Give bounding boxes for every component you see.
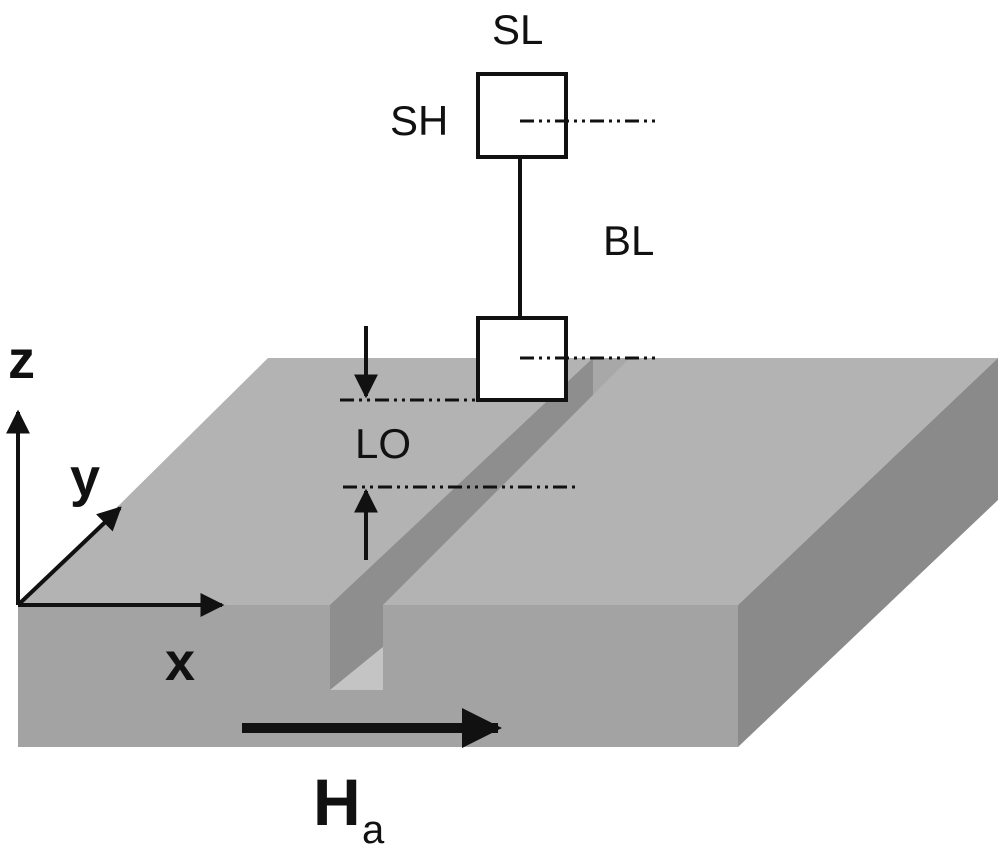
coordinate-axes: [5, 409, 225, 617]
label-axis-y: y: [70, 448, 100, 508]
label-bl: BL: [603, 217, 654, 264]
liftoff-dimension: [340, 326, 575, 560]
sensor-assembly: [476, 72, 655, 402]
label-field-subscript: a: [362, 808, 385, 852]
label-lo: LO: [355, 420, 411, 467]
groove-floor: [330, 647, 383, 690]
groove-right-edge: [383, 358, 640, 605]
label-axis-x: x: [165, 632, 195, 692]
label-axis-z: z: [8, 330, 35, 390]
slab-side-face: [738, 358, 998, 747]
upper-sensor-box: [476, 72, 568, 159]
groove-inner-wall: [330, 358, 593, 690]
axis-y-arrow: [16, 506, 122, 607]
label-sl: SL: [492, 6, 543, 53]
groove: [330, 358, 640, 690]
label-sh: SH: [390, 97, 448, 144]
label-field-h: H: [313, 765, 361, 839]
